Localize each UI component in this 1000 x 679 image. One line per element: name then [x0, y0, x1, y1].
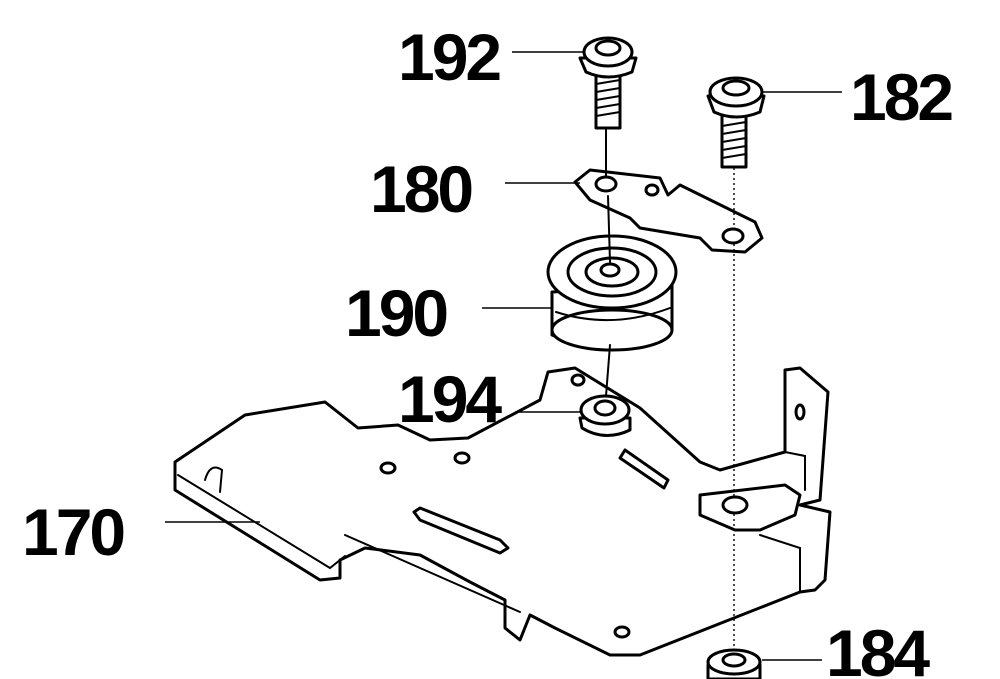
part-label-180: 180: [370, 152, 471, 226]
part-label-190: 190: [345, 276, 446, 350]
flange-nut: [578, 394, 632, 437]
part-label-184: 184: [826, 616, 930, 679]
bolt-182: [706, 76, 766, 169]
bolt-192: [578, 36, 638, 130]
part-label-192: 192: [398, 20, 500, 94]
assembly-axes: [605, 127, 735, 648]
part-label-194: 194: [398, 362, 502, 436]
pulley: [546, 234, 678, 352]
nut-184: [706, 648, 762, 679]
mounting-plate: [173, 366, 832, 657]
part-label-170: 170: [22, 495, 123, 569]
leader-lines: [165, 51, 842, 661]
part-label-182: 182: [850, 60, 952, 134]
